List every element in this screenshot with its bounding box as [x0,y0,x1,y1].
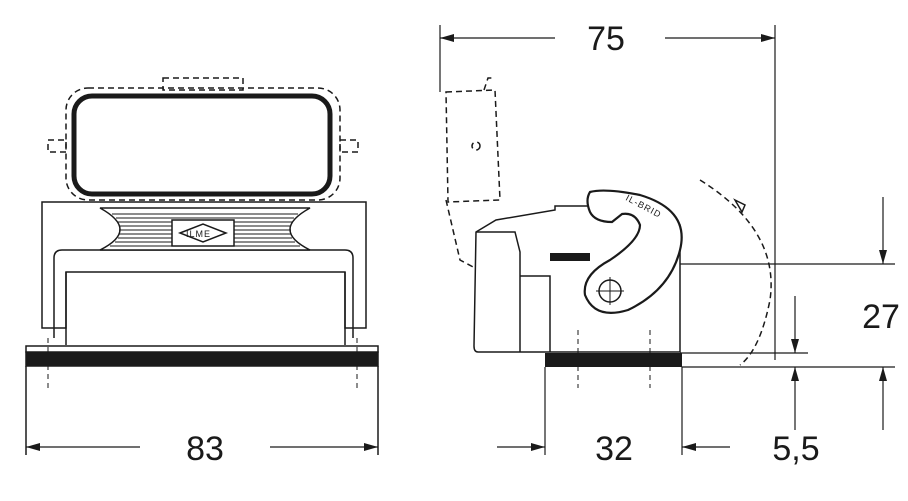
dim-base-thickness: 5,5 [772,430,819,468]
cover-outline-dashed [47,77,359,201]
cover-open-dashed [445,77,772,366]
dim-side-total: 75 [587,20,625,58]
dim-front-width: 83 [186,430,224,468]
ribs [99,207,311,251]
side-dimension-lines [440,34,887,451]
ilme-logo [177,223,229,243]
side-housing [473,205,681,353]
il-brid-lever [583,189,683,314]
base-plate [25,351,379,367]
gasket [71,93,333,197]
front-view [25,77,379,455]
dim-base-depth: 32 [595,430,633,468]
logo-text: ILME [186,229,211,239]
side-view [439,25,895,455]
dim-height: 27 [862,298,900,336]
side-base-plate [545,353,682,367]
